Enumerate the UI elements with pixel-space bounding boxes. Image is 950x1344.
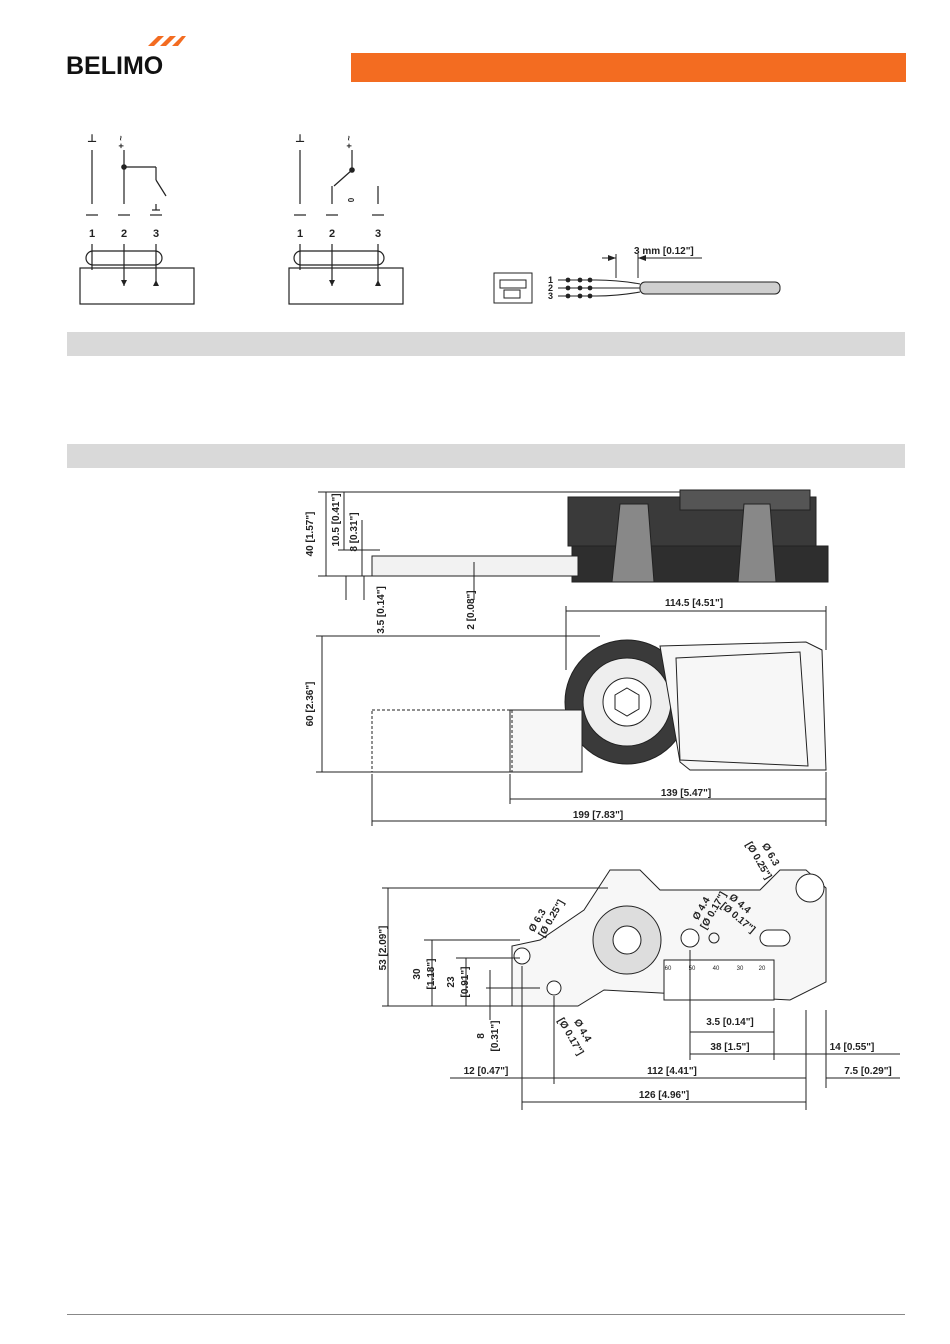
- symbol-ground-a: ⊥: [87, 133, 97, 145]
- section-band-1: [67, 332, 905, 356]
- dim-7-5: 7.5 [0.29"]: [844, 1066, 892, 1077]
- terminal-a-2: 2: [121, 228, 127, 240]
- dim-height-30-in: [1.18"]: [426, 959, 437, 990]
- terminal-b-1: 1: [297, 228, 303, 240]
- terminal-b-2: 2: [329, 228, 335, 240]
- dim-10-5: 10.5 [0.41"]: [331, 493, 342, 546]
- dim-114-5: 114.5 [4.51"]: [665, 598, 723, 609]
- dim-8: 8 [0.31"]: [349, 512, 360, 551]
- dim-height-8: 8: [476, 1033, 487, 1039]
- belimo-logo: BELIMO: [66, 36, 186, 80]
- dim-height-53: 53 [2.09"]: [378, 926, 389, 971]
- terminal-a-3: 3: [153, 228, 159, 240]
- scale-tick-60: 60: [665, 966, 672, 972]
- dim-height-30: 30: [412, 968, 423, 980]
- symbol-ground-b: ⊥: [295, 133, 305, 145]
- wiring-diagrams: ⊥ + ~ 1 2 3 ⊥ + ~ 0 1 2 3: [79, 133, 404, 305]
- terminal-a-1: 1: [89, 228, 95, 240]
- scale-tick-30: 30: [737, 966, 744, 972]
- pin-3: 3: [548, 291, 553, 301]
- scale-tick-40: 40: [713, 966, 720, 972]
- dim-height-40: 40 [1.57"]: [305, 512, 316, 557]
- scale-tick-50: 50: [689, 966, 696, 972]
- dim-60: 60 [2.36"]: [305, 682, 316, 727]
- dim-3-5: 3.5 [0.14"]: [376, 586, 387, 634]
- dim-126: 126 [4.96"]: [639, 1090, 689, 1101]
- dim-height-23-in: [0.91"]: [460, 967, 471, 998]
- pin-2: 2: [548, 283, 553, 293]
- dim-height-23: 23: [446, 976, 457, 988]
- dim-2: 2 [0.08"]: [466, 590, 477, 629]
- logo-mark: [148, 36, 186, 46]
- switch-zero-label: 0: [347, 197, 356, 202]
- section-band-2: [67, 444, 905, 468]
- header-accent-bar: [351, 53, 906, 82]
- connector-cable-diagram: 1 2 3 3 mm [0.12"]: [493, 246, 781, 304]
- terminal-b-3: 3: [375, 228, 381, 240]
- bottom-view: 60 50 40 30 20 Ø 6.3 [Ø 0.25"] Ø 4.4 [Ø …: [378, 840, 900, 1110]
- dimension-drawings: 40 [1.57"] 10.5 [0.41"] 8 [0.31"] 3.5 [0…: [305, 489, 900, 1110]
- strip-length-label: 3 mm [0.12"]: [634, 246, 694, 257]
- dim-height-8-in: [0.31"]: [490, 1021, 501, 1052]
- scale-tick-20: 20: [759, 966, 766, 972]
- dim-199: 199 [7.83"]: [573, 810, 623, 821]
- dim-139: 139 [5.47"]: [661, 788, 711, 799]
- top-view: 114.5 [4.51"] 60 [2.36"] 139 [5.47"] 199…: [305, 598, 827, 826]
- pin-1: 1: [548, 275, 553, 285]
- symbol-supply-a: + ~: [116, 135, 126, 148]
- dim-38: 38 [1.5"]: [710, 1042, 749, 1053]
- dim-112: 112 [4.41"]: [647, 1066, 697, 1077]
- side-view: 40 [1.57"] 10.5 [0.41"] 8 [0.31"] 3.5 [0…: [305, 489, 829, 634]
- logo-text: BELIMO: [66, 52, 163, 80]
- symbol-supply-b: + ~: [344, 135, 354, 148]
- dim-12: 12 [0.47"]: [464, 1066, 509, 1077]
- dim-3-5-bottom: 3.5 [0.14"]: [706, 1017, 754, 1028]
- footer-rule: [67, 1314, 905, 1315]
- dim-14: 14 [0.55"]: [830, 1042, 875, 1053]
